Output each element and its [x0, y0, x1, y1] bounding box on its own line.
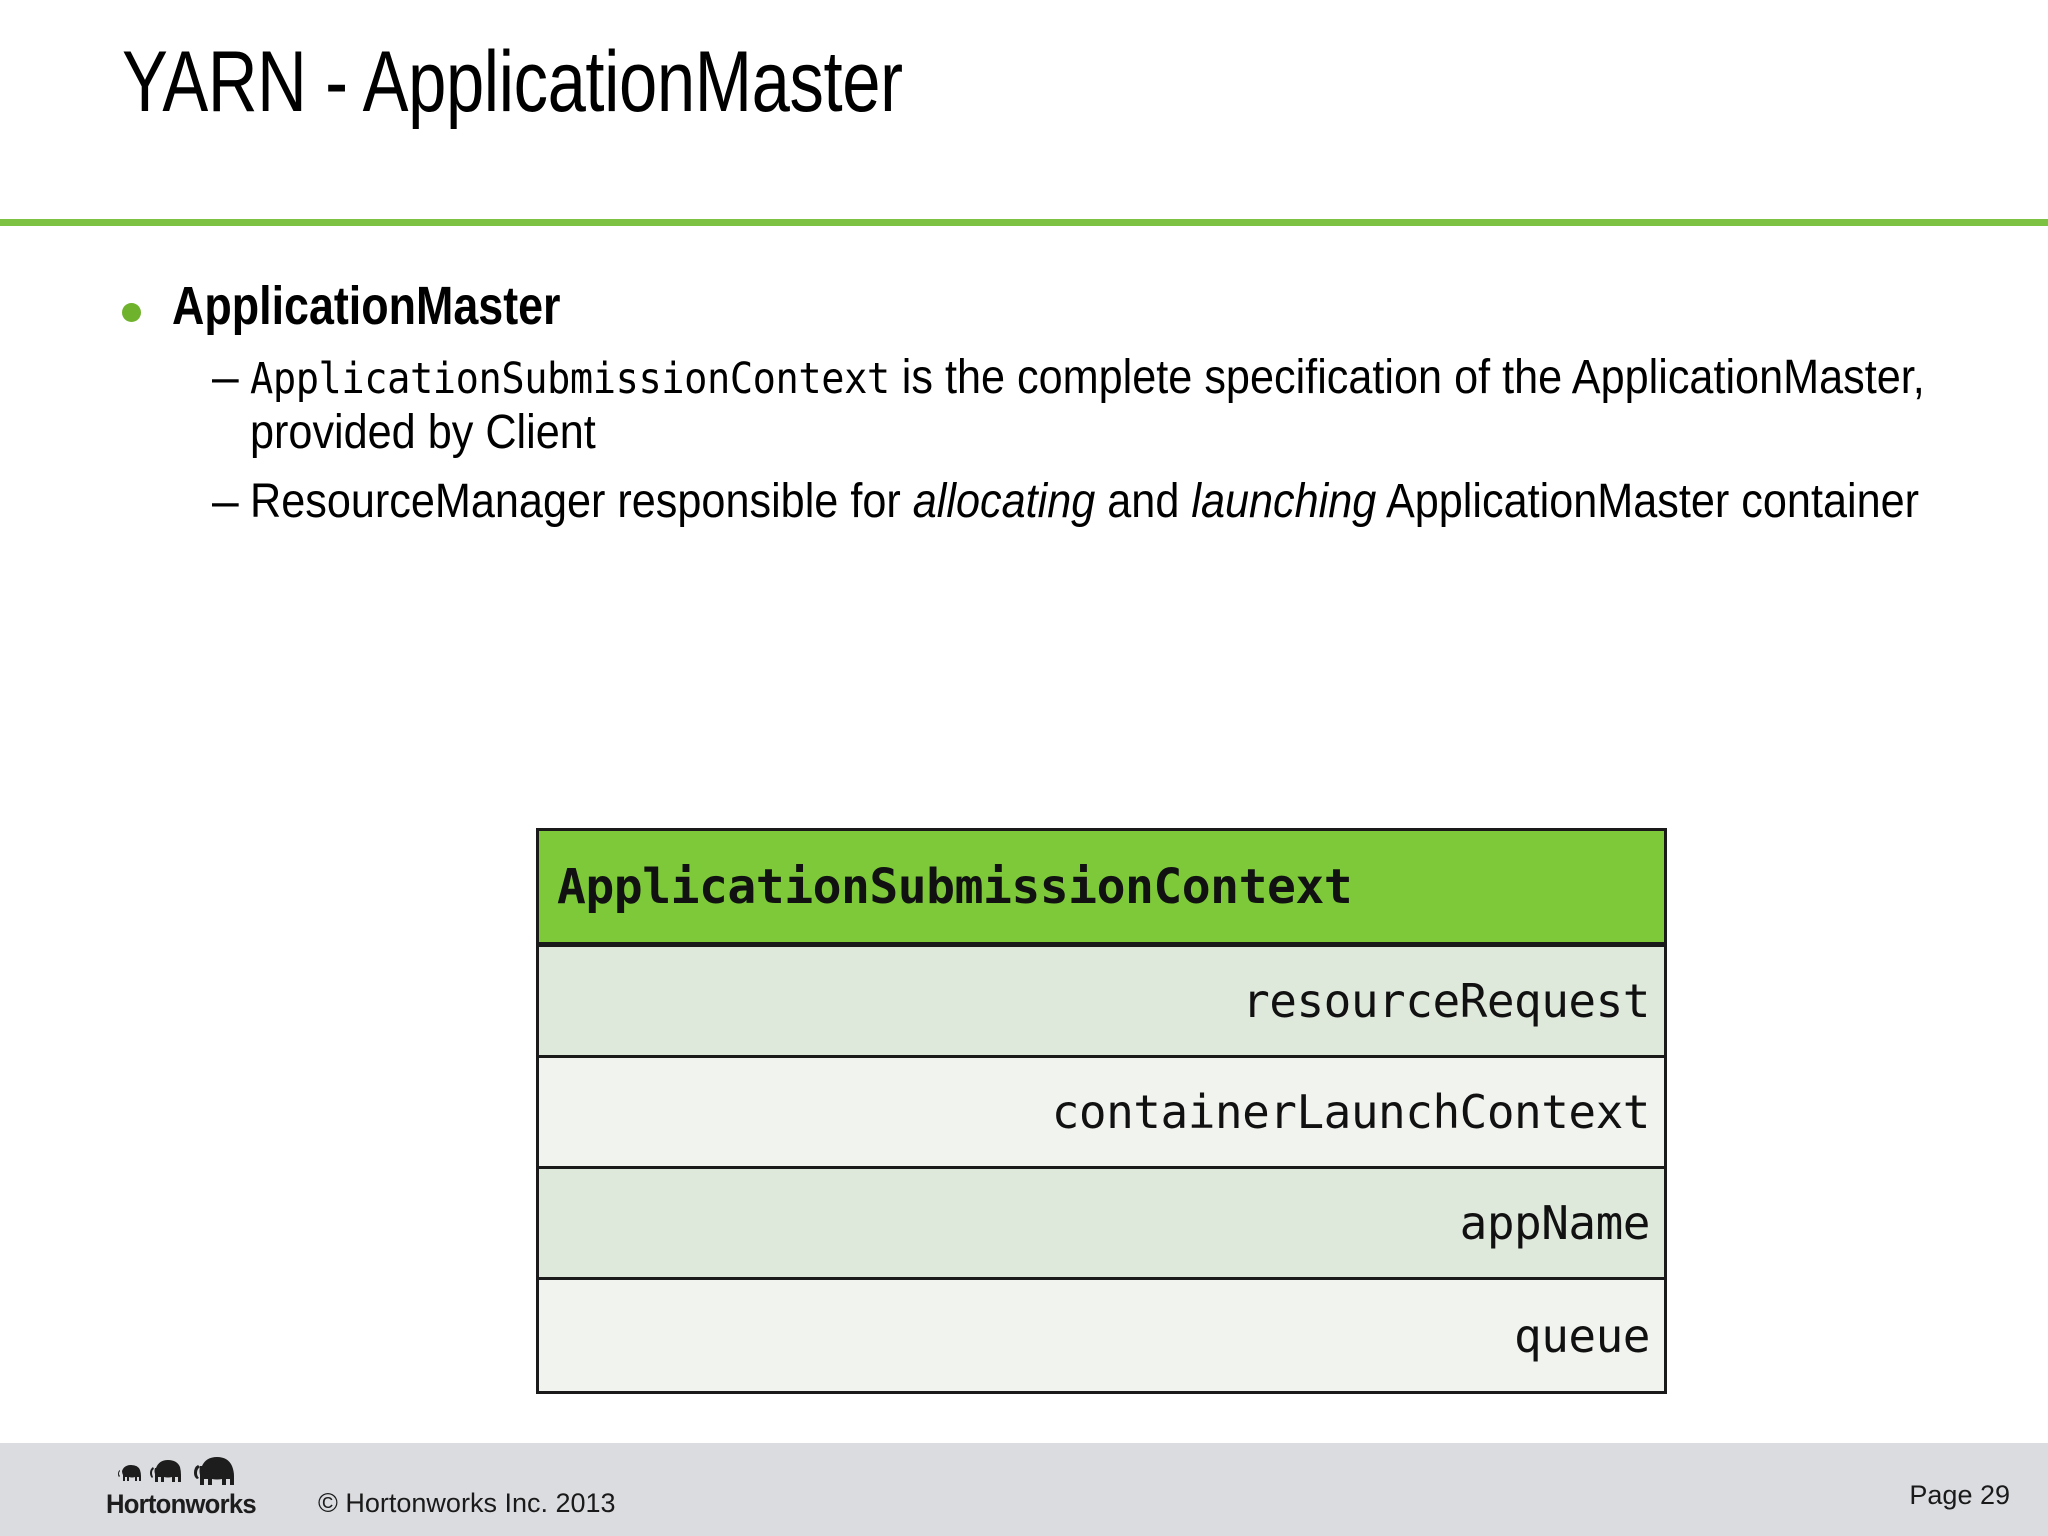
sub-bullet-dash-icon: – [212, 474, 239, 528]
sub-bullet-1-code: ApplicationSubmissionContext [250, 354, 890, 405]
table-row: containerLaunchContext [539, 1058, 1664, 1169]
sub-bullet-2-post: ApplicationMaster container [1376, 474, 1920, 528]
bullet-level1-label: ApplicationMaster [172, 276, 561, 336]
sub-bullet-2-pre: ResourceManager responsible for [250, 474, 913, 528]
hortonworks-wordmark: Hortonworks [106, 1489, 257, 1519]
page-number: Page 29 [1909, 1480, 2010, 1510]
sub-bullet-1-rest: is the complete specification of the App… [250, 351, 1925, 459]
sub-bullet-2-italic-allocating: allocating [912, 474, 1096, 528]
copyright-text: © Hortonworks Inc. 2013 [318, 1488, 616, 1518]
table-cell-field-name: appName [1459, 1196, 1651, 1250]
table-row: queue [539, 1280, 1664, 1391]
table-row: appName [539, 1169, 1664, 1280]
sub-bullet-1: – ApplicationSubmissionContext is the co… [0, 351, 2048, 460]
sub-bullet-2-mid: and [1095, 474, 1192, 528]
table-header-label: ApplicationSubmissionContext [557, 858, 1353, 915]
hortonworks-logo: Hortonworks [106, 1457, 276, 1527]
title-divider-rule [0, 219, 2048, 226]
table-header-row: ApplicationSubmissionContext [539, 831, 1664, 947]
table-cell-field-name: queue [1514, 1308, 1650, 1363]
table-cell-field-name: resourceRequest [1242, 974, 1650, 1028]
slide-body: ApplicationMaster – ApplicationSubmissio… [0, 275, 2048, 529]
application-submission-context-table: ApplicationSubmissionContext resourceReq… [536, 828, 1667, 1394]
sub-bullet-dash-icon: – [212, 351, 239, 405]
bullet-level1: ApplicationMaster [0, 275, 2048, 337]
sub-bullet-2-italic-launching: launching [1191, 474, 1377, 528]
table-row: resourceRequest [539, 947, 1664, 1058]
table-cell-field-name: containerLaunchContext [1051, 1085, 1651, 1139]
slide-footer: Hortonworks © Hortonworks Inc. 2013 Page… [0, 1443, 2048, 1536]
elephants-icon [118, 1457, 234, 1485]
sub-bullet-2-text: ResourceManager responsible for allocati… [250, 475, 2046, 530]
page-title: YARN - ApplicationMaster [122, 34, 903, 130]
sub-bullet-2: – ResourceManager responsible for alloca… [0, 475, 2048, 530]
sub-bullet-1-text: ApplicationSubmissionContext is the comp… [250, 351, 2046, 460]
bullet-dot-icon [122, 303, 141, 322]
